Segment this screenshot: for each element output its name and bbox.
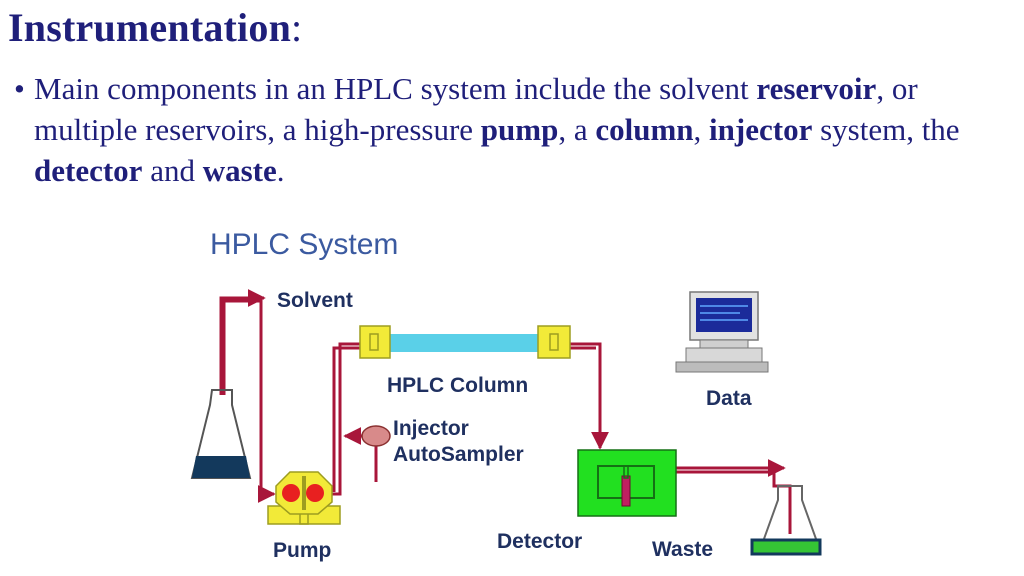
- injector-icon: [361, 425, 391, 447]
- diagram-title: HPLC System: [210, 228, 398, 261]
- injector-arrow: [343, 427, 378, 482]
- bullet-keyword: waste: [202, 153, 277, 188]
- bullet-text-run: .: [276, 153, 285, 188]
- bullet-text: Main components in an HPLC system includ…: [14, 68, 1004, 191]
- bullet-text-run: , or multiple reservoirs, a high-pressur…: [34, 71, 918, 147]
- bullet-text-run: , a: [558, 112, 596, 147]
- injector-label: Injector: [393, 417, 469, 440]
- autosampler-label: AutoSampler: [393, 443, 524, 466]
- pump-label: Pump: [273, 539, 331, 562]
- waste-flask-icon: [750, 485, 822, 556]
- bullet-keyword: column: [595, 112, 694, 147]
- bullet-text-run: Main components in an HPLC system includ…: [34, 71, 757, 106]
- bullet-keyword: detector: [34, 153, 143, 188]
- pump-to-column-line: [330, 342, 370, 496]
- bullet-text-run: and: [142, 153, 203, 188]
- slide-title: Instrumentation:: [8, 5, 303, 50]
- solvent-line: [219, 289, 276, 503]
- column-tube: [380, 334, 550, 352]
- data-label: Data: [706, 387, 752, 410]
- bullet-keyword: injector: [709, 112, 813, 147]
- solvent-label: Solvent: [277, 289, 353, 312]
- bullet-text-run: system, the: [812, 112, 960, 147]
- bullet-dot: •: [14, 71, 25, 106]
- bullet-keyword: reservoir: [756, 71, 877, 106]
- solvent-reservoir-flask-icon: [190, 389, 252, 479]
- detector-icon: [577, 449, 677, 517]
- column-to-detector-line: [568, 342, 609, 450]
- column-label: HPLC Column: [387, 374, 528, 397]
- bullet-point: • Main components in an HPLC system incl…: [14, 68, 1004, 191]
- computer-icon: [675, 291, 769, 373]
- column-inlet-fitting: [359, 325, 391, 359]
- detector-label: Detector: [497, 530, 582, 553]
- hplc-column: [359, 325, 571, 359]
- column-outlet-fitting: [537, 325, 571, 359]
- pump-icon: [267, 471, 341, 525]
- bullet-text-run: ,: [693, 112, 710, 147]
- bullet-keyword: pump: [480, 112, 559, 147]
- waste-label: Waste: [652, 538, 713, 561]
